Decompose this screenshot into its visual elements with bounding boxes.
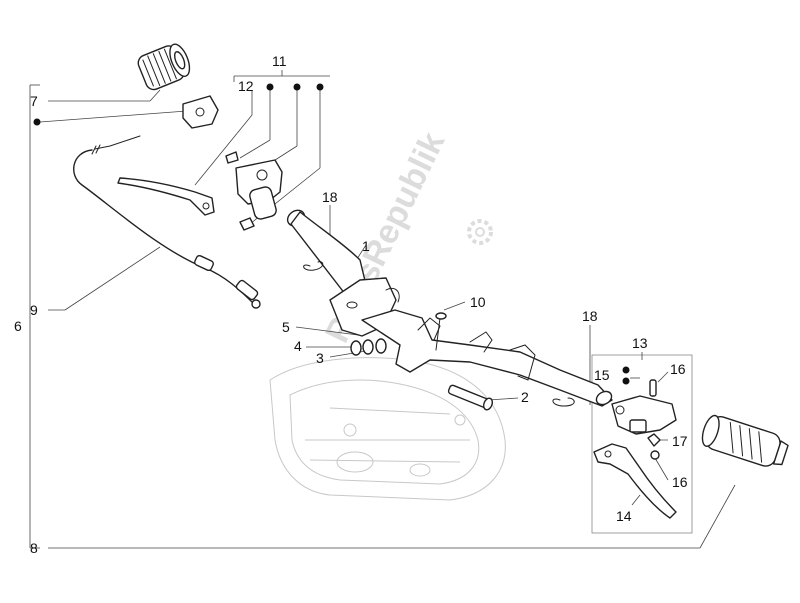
callout-5: 5 [282,319,290,335]
callout-9: 9 [30,302,38,318]
callout-7: 7 [30,93,38,109]
bolt-2-part [447,384,494,411]
right-brake-lever-part [593,443,677,519]
bracket-11 [233,70,330,82]
callout-15: 15 [594,367,610,383]
callout-2: 2 [521,389,529,405]
callout-4: 4 [294,338,302,354]
callout-16-bottom: 16 [672,474,688,490]
spacers-part [350,338,387,356]
callout-13: 13 [632,335,648,351]
clip-right-part [552,397,575,407]
right-grip-part [701,414,789,467]
clip-left-part [303,261,324,271]
left-brake-lever-part [117,177,215,216]
callout-17: 17 [672,433,688,449]
brake-cable-part [73,135,261,309]
callout-12: 12 [238,78,254,94]
callout-dots [33,83,630,385]
callout-18-right: 18 [582,308,598,324]
callout-1: 1 [362,238,370,254]
callout-10: 10 [470,294,486,310]
callout-14: 14 [616,508,632,524]
callout-16-top: 16 [670,361,686,377]
callout-18-left: 18 [322,189,338,205]
left-switch-housing-part [182,95,219,129]
right-lever-mount-part [611,379,677,460]
screw-10-part [435,312,447,351]
callout-3: 3 [316,350,324,366]
scooter-frame-ghost [269,357,506,501]
handlebar-part [286,209,613,407]
master-cylinder-part [225,151,283,231]
callout-11: 11 [272,53,287,69]
leader-lines [39,89,736,549]
left-grip-part [137,43,191,91]
callout-6: 6 [14,318,22,334]
callout-labels: 7 6 9 8 11 12 18 1 10 5 4 3 2 18 13 15 1… [14,53,688,556]
callout-8: 8 [30,540,38,556]
gear-logo-icon [467,219,493,245]
bracket-6 [29,84,40,549]
